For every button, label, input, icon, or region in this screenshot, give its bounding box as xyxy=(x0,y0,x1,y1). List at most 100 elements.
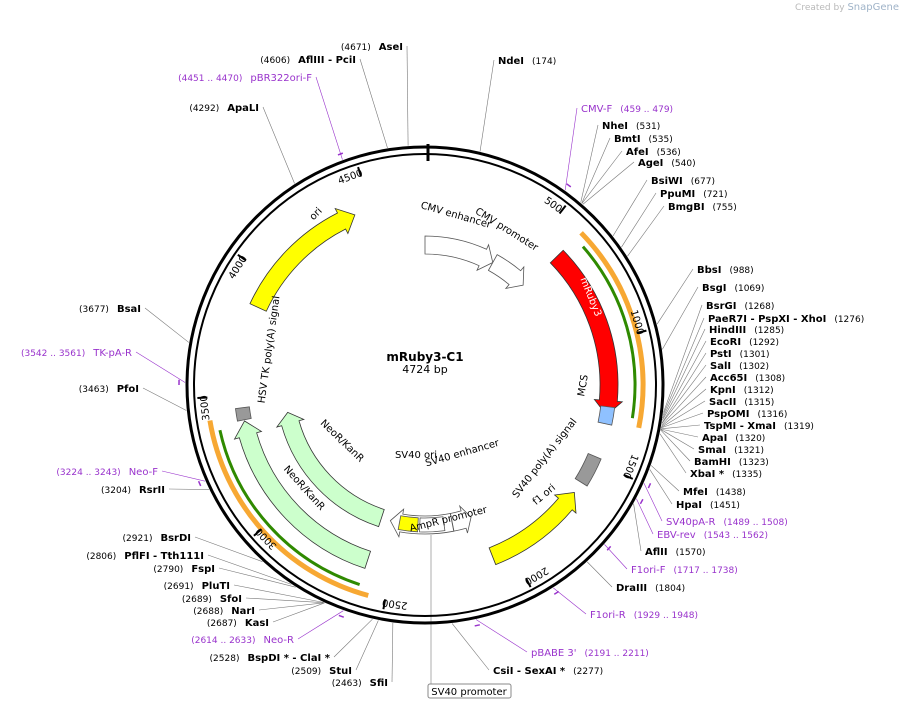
feature-label-mcs: MCS xyxy=(576,374,591,398)
tick-mark xyxy=(382,599,387,610)
site-position: (1323) xyxy=(739,458,769,468)
site-position: (2687) xyxy=(207,619,237,629)
leader-line xyxy=(661,352,707,424)
leader-line xyxy=(649,469,673,505)
site-name: ApaLI xyxy=(227,103,259,114)
orf-arc xyxy=(207,420,369,598)
leader-line xyxy=(218,567,296,588)
enzyme-label: (3677)BsaI xyxy=(79,304,141,315)
site-name: Neo-F xyxy=(129,467,159,478)
primer-label: CMV-F(459 .. 479) xyxy=(581,104,673,115)
enzyme-label: (2806)PflFI - Tth111I xyxy=(86,551,204,562)
site-position: (2688) xyxy=(193,607,223,617)
site-position: (721) xyxy=(703,190,727,200)
leader-line xyxy=(662,328,706,419)
leader-line xyxy=(144,307,189,343)
enzyme-label: AgeI(540) xyxy=(638,158,696,169)
enzyme-label: Acc65I(1308) xyxy=(710,373,785,384)
site-position: (1717 .. 1738) xyxy=(673,566,737,576)
leader-line xyxy=(659,433,687,474)
site-position: (1320) xyxy=(735,434,765,444)
leader-line xyxy=(587,561,613,588)
enzyme-label: BmgBI(755) xyxy=(668,202,737,213)
feature-label-neor-inner: NeoR/KanR xyxy=(318,418,366,465)
site-name: SV40pA-R xyxy=(666,517,715,528)
leader-line xyxy=(636,498,654,535)
site-position: (1285) xyxy=(754,326,784,336)
primer-mark xyxy=(647,482,652,489)
site-name: AfeI xyxy=(626,147,649,158)
feature-box xyxy=(597,405,616,426)
site-name: EBV-rev xyxy=(657,530,696,541)
enzyme-label: MfeI(1438) xyxy=(683,487,746,498)
leader-line xyxy=(660,429,691,462)
tick-mark xyxy=(558,204,567,215)
enzyme-label: ApaI (1320) xyxy=(702,433,765,444)
primer-mark xyxy=(566,183,572,188)
site-name: CMV-F xyxy=(581,104,612,115)
feature-arrows xyxy=(233,207,624,569)
leader-line xyxy=(564,107,578,191)
site-position: (4671) xyxy=(341,43,371,53)
orf-arc xyxy=(581,245,637,419)
leader-line xyxy=(207,554,292,585)
site-name: BspDI * - ClaI * xyxy=(247,653,330,664)
site-position: (2921) xyxy=(123,534,153,544)
enzyme-label: TspMI - XmaI(1319) xyxy=(704,421,814,432)
enzyme-label: (2687)KasI xyxy=(207,618,269,629)
leader-line xyxy=(262,106,295,184)
site-position: (4606) xyxy=(260,56,290,66)
site-position: (1292) xyxy=(749,338,779,348)
leader-line xyxy=(582,161,635,205)
enzyme-label: BmtI(535) xyxy=(614,134,673,145)
leader-line xyxy=(660,424,701,430)
leader-line xyxy=(391,622,394,683)
site-name: SmaI xyxy=(698,445,726,456)
tick-label: 3000 xyxy=(254,525,280,551)
tick-mark xyxy=(253,528,263,537)
leader-line xyxy=(663,304,703,413)
leader-line xyxy=(581,150,623,204)
primer-label: F1ori-F(1717 .. 1738) xyxy=(631,565,738,576)
feature-box xyxy=(235,406,252,422)
leader-line xyxy=(661,388,707,427)
enzyme-label: HpaI(1451) xyxy=(676,500,740,511)
enzyme-label: (2509)StuI xyxy=(291,666,352,677)
leader-line xyxy=(297,610,344,640)
site-name: BamHI xyxy=(694,457,731,468)
leader-line xyxy=(233,584,324,603)
leader-line xyxy=(479,59,495,152)
site-position: (3204) xyxy=(101,486,131,496)
tick-mark xyxy=(197,396,208,400)
feature-label-cmv-promoter: CMV promoter xyxy=(473,206,541,254)
enzyme-label: XbaI *(1335) xyxy=(690,469,762,480)
tick-mark xyxy=(525,577,532,588)
primer-label: (4451 .. 4470)pBR322ori-F xyxy=(178,73,312,84)
enzyme-label: (2688)NarI xyxy=(193,606,255,617)
site-name: ApaI xyxy=(702,433,727,444)
site-position: (1335) xyxy=(732,470,762,480)
site-name: HindIII xyxy=(709,325,746,336)
site-name: BbsI xyxy=(697,265,721,276)
enzyme-label: CsiI - SexAI *(2277) xyxy=(493,666,603,677)
primer-mark xyxy=(197,480,202,487)
leader-line xyxy=(135,351,186,383)
enzyme-label: BsrGI(1268) xyxy=(706,301,774,312)
enzyme-label: NdeI(174) xyxy=(498,56,556,67)
orf-arc xyxy=(218,429,361,586)
enzyme-label: SmaI(1321) xyxy=(698,445,764,456)
site-name: SacII xyxy=(709,397,736,408)
site-position: (535) xyxy=(649,135,673,145)
primer-mark xyxy=(606,545,612,551)
site-name: Acc65I xyxy=(710,373,747,384)
site-name: DraIII xyxy=(616,583,647,594)
enzyme-label: BbsI(988) xyxy=(697,265,754,276)
leader-line xyxy=(359,58,388,149)
leader-line xyxy=(581,137,611,204)
primer-label: (3542 .. 3561)TK-pA-R xyxy=(21,348,132,359)
enzyme-label: PpuMI(721) xyxy=(660,189,727,200)
leader-line xyxy=(168,488,209,490)
leader-line xyxy=(612,179,648,237)
site-name: FspI xyxy=(191,564,215,575)
site-name: PluTI xyxy=(202,581,230,592)
